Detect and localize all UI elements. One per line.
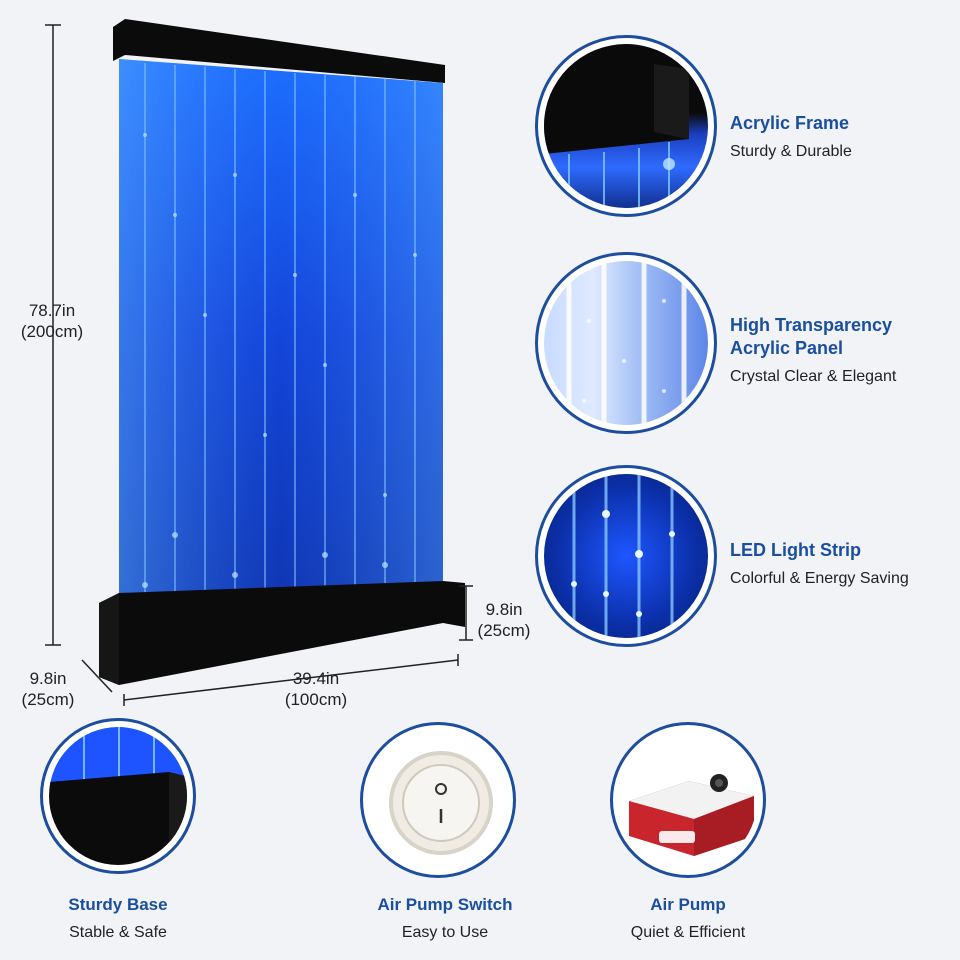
switch-closeup-circle [360,722,516,878]
feature-subtitle: Sturdy & Durable [730,143,852,160]
feature-air-pump-switch: Air Pump Switch Easy to Use [335,893,555,944]
feature-acrylic-panel: High Transparency Acrylic Panel Crystal … [730,314,896,388]
height-in: 78.7in [28,301,76,320]
feature-led-strip: LED Light Strip Colorful & Energy Saving [730,539,909,590]
feature-title: Acrylic Frame [730,113,850,133]
feature-subtitle: Quiet & Efficient [630,924,746,941]
height-dimension: 78.7in (200cm) [12,300,92,342]
feature-acrylic-frame: Acrylic Frame Sturdy & Durable [730,112,852,163]
base-closeup-circle [40,718,196,874]
switch-closeup-icon [369,731,507,869]
feature-air-pump: Air Pump Quiet & Efficient [578,893,798,944]
frame-closeup-icon [544,44,708,208]
base-height-dimension: 9.8in (25cm) [472,599,536,641]
frame-closeup-circle [535,35,717,217]
panel-closeup-circle [535,252,717,434]
feature-title: Air Pump [650,895,726,914]
feature-subtitle: Colorful & Energy Saving [730,570,909,587]
feature-sturdy-base: Sturdy Base Stable & Safe [8,893,228,944]
feature-title: LED Light Strip [730,540,861,560]
base-height-cm: (25cm) [477,621,531,640]
base-height-in: 9.8in [485,600,523,619]
pump-closeup-circle [610,722,766,878]
panel-closeup-icon [544,261,708,425]
led-closeup-icon [544,474,708,638]
feature-subtitle: Crystal Clear & Elegant [730,368,897,385]
led-closeup-circle [535,465,717,647]
height-cm: (200cm) [20,322,84,341]
feature-title: Sturdy Base [68,895,168,914]
feature-title: Air Pump Switch [377,895,513,914]
width-cm: (100cm) [284,690,348,709]
depth-dimension: 9.8in (25cm) [12,668,84,710]
width-dimension: 39.4in (100cm) [268,668,364,710]
feature-title-line2: Acrylic Panel [730,338,844,358]
depth-in: 9.8in [29,669,67,688]
feature-title-line1: High Transparency [730,315,893,335]
water-wall-illustration [99,19,465,685]
base-closeup-icon [49,727,187,865]
width-in: 39.4in [292,669,340,688]
pump-closeup-icon [619,731,757,869]
depth-cm: (25cm) [21,690,75,709]
feature-subtitle: Stable & Safe [69,924,167,941]
feature-subtitle: Easy to Use [401,924,489,941]
water-wall-product [95,15,475,695]
